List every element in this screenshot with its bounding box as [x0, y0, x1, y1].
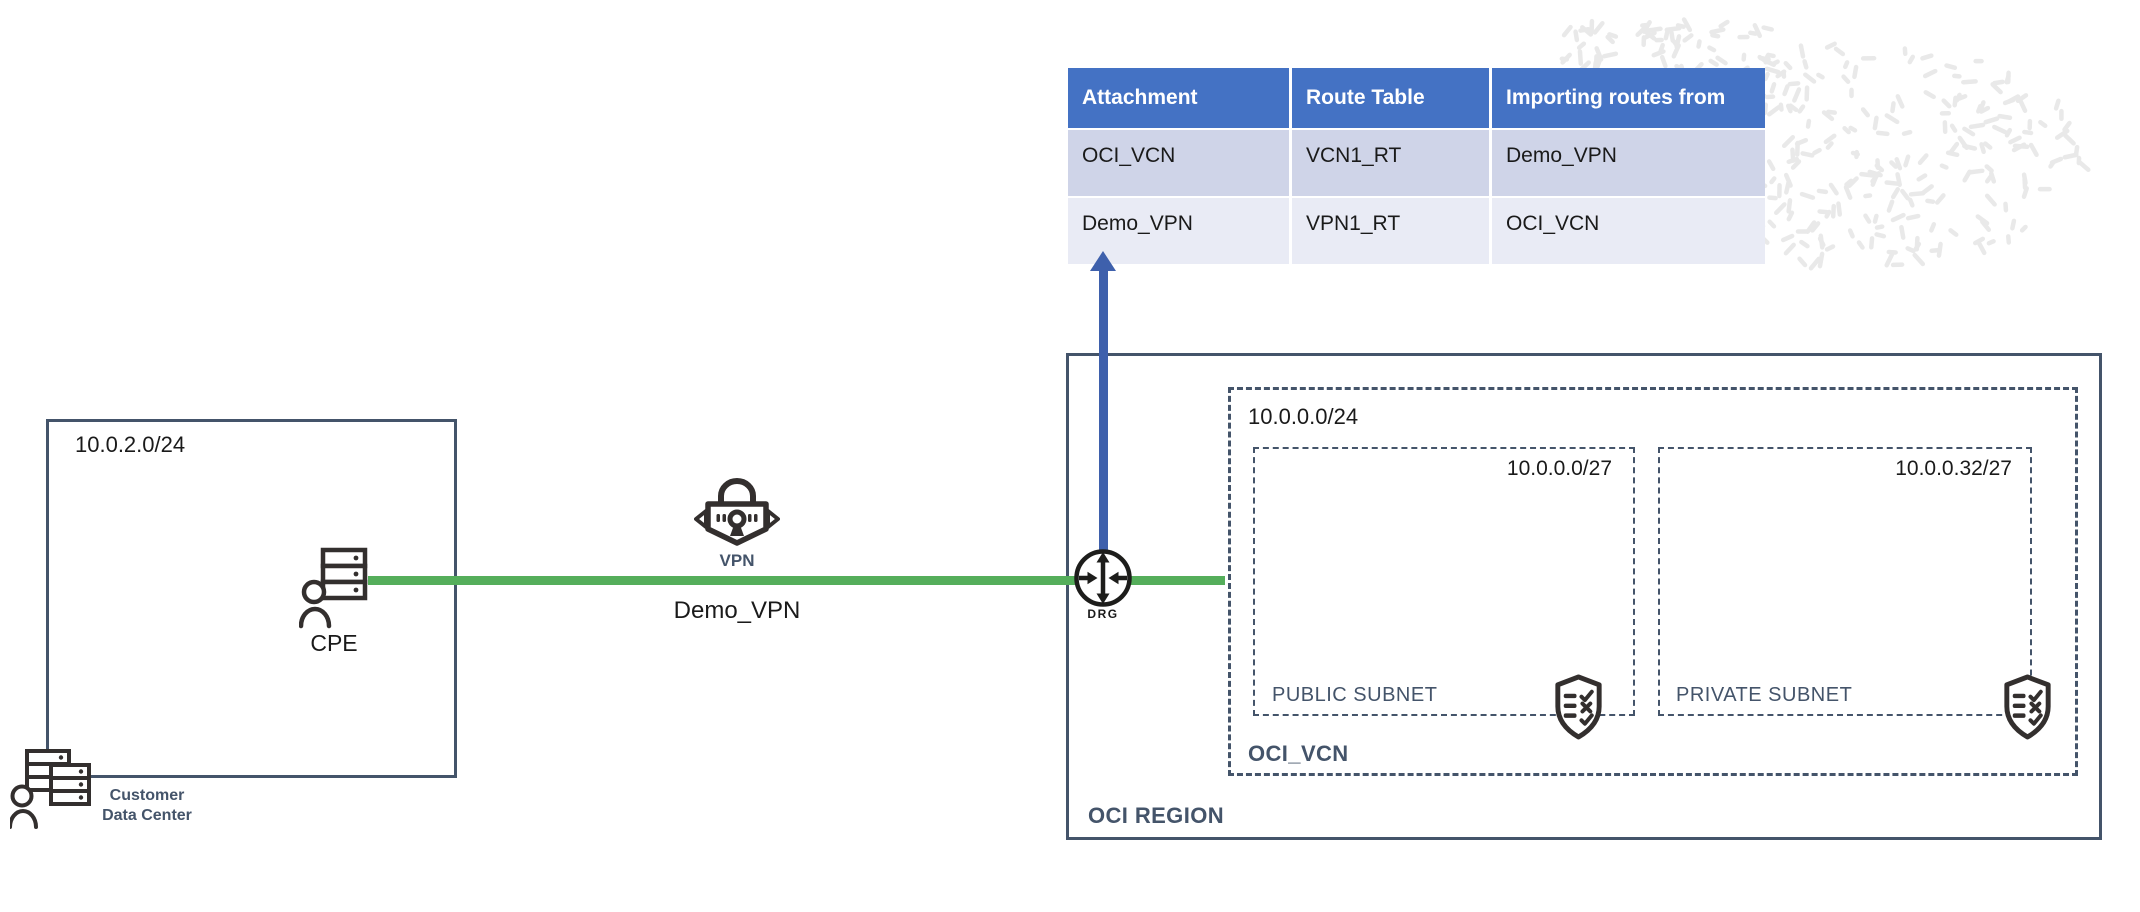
table-cell: OCI_VCN [1492, 198, 1765, 264]
public-subnet-cidr: 10.0.0.0/27 [1506, 457, 1612, 480]
private-subnet-cidr: 10.0.0.32/27 [1895, 457, 2012, 480]
public-subnet-label: PUBLIC SUBNET [1272, 684, 1438, 706]
vcn-cidr-label: 10.0.0.0/24 [1248, 404, 1359, 429]
vcn-label: OCI_VCN [1248, 741, 1349, 766]
table-cell: Demo_VPN [1492, 130, 1765, 196]
oci-region-box [1066, 353, 2102, 840]
column-header-route-table: Route Table [1292, 68, 1489, 128]
drg-label: DRG [1087, 607, 1119, 621]
cpe-server-icon [299, 547, 368, 629]
column-header-importing: Importing routes from [1492, 68, 1765, 128]
oci-region-label: OCI REGION [1088, 803, 1225, 828]
security-list-icon [1555, 674, 1602, 740]
vpn-tunnel-line [368, 576, 1225, 585]
table-cell: VPN1_RT [1292, 198, 1489, 264]
security-list-icon [2004, 674, 2051, 740]
arrow-up-icon [1090, 251, 1116, 271]
vpn-connection-name: Demo_VPN [673, 597, 801, 624]
customer-network-box [46, 419, 457, 778]
cpe-label: CPE [310, 630, 358, 656]
drg-icon [1074, 549, 1132, 607]
private-subnet-label: PRIVATE SUBNET [1676, 684, 1853, 706]
private-subnet-box [1658, 447, 2032, 716]
customer-datacenter-icon [10, 749, 91, 829]
public-subnet-box [1253, 447, 1635, 716]
customer-cidr-label: 10.0.2.0/24 [75, 432, 186, 457]
table-cell: OCI_VCN [1068, 130, 1289, 196]
customer-datacenter-label-line1: Customer [109, 787, 185, 804]
column-header-attachment: Attachment [1068, 68, 1289, 128]
drg-to-table-arrow [1099, 270, 1108, 563]
table-cell: VCN1_RT [1292, 130, 1489, 196]
vpn-lock-icon [694, 478, 780, 546]
vcn-box [1228, 387, 2078, 776]
drg-route-table: Attachment Route Table Importing routes … [1068, 68, 1765, 264]
vpn-icon-label: VPN [719, 551, 755, 570]
table-cell: Demo_VPN [1068, 198, 1289, 264]
customer-datacenter-label-line2: Data Center [102, 807, 192, 824]
